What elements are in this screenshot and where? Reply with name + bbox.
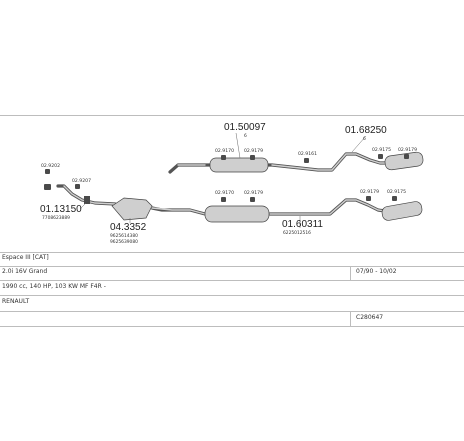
label-main-upper-sub: 6 — [244, 133, 247, 139]
mount-part-2 — [75, 184, 80, 189]
mount-part-7 — [404, 154, 409, 159]
column-divider — [350, 266, 351, 280]
label-rear-upper: 01.68250 — [345, 125, 387, 136]
part-label-11: 02.9175 — [387, 189, 406, 195]
leader-lines — [79, 132, 367, 228]
table-row-divider — [0, 252, 464, 253]
table-row-divider — [0, 280, 464, 281]
engine-name: 2.0i 16V Grand — [2, 268, 48, 275]
label-rear-upper-sub: 6 — [363, 136, 366, 142]
mount-part-1 — [45, 169, 50, 174]
part-label-1: 02.9202 — [41, 163, 60, 169]
part-label-2: 02.9207 — [72, 178, 91, 184]
table-row-divider — [0, 311, 464, 312]
mount-part-8 — [221, 197, 226, 202]
part-label-4: 02.9179 — [244, 148, 263, 154]
mount-part-6 — [378, 154, 383, 159]
label-cat-sub1: 9625614380 — [110, 233, 138, 239]
mount-part-9 — [250, 197, 255, 202]
mount-part-5 — [304, 158, 309, 163]
part-label-6: 02.9175 — [372, 147, 391, 153]
model-name: Espace III [CAT] — [2, 254, 49, 261]
front-pipe-flange — [84, 196, 90, 204]
part-label-9: 02.9179 — [244, 190, 263, 196]
table-bottom-border — [0, 326, 464, 327]
lower-exhaust-line — [56, 184, 423, 223]
label-main-lower: 01.60311 — [282, 219, 323, 230]
part-label-10: 02.9179 — [360, 189, 379, 195]
mounting-parts — [44, 154, 409, 202]
part-label-8: 02.9170 — [215, 190, 234, 196]
middle-silencer-upper — [209, 157, 269, 173]
rear-silencer-lower — [381, 201, 423, 221]
gasket-part — [44, 184, 51, 190]
engine-specs: 1990 cc, 140 HP, 103 KW MF F4R - — [2, 283, 106, 290]
upper-exhaust-line — [168, 151, 424, 174]
table-row-divider — [0, 295, 464, 296]
label-main-lower-sub: 6225012516 — [283, 230, 311, 236]
part-label-5: 02.9161 — [298, 151, 317, 157]
mount-part-10 — [366, 196, 371, 201]
label-main-upper: 01.50097 — [224, 122, 266, 133]
rear-silencer-upper — [384, 151, 424, 171]
label-front-pipe: 01.13150 — [40, 204, 82, 215]
part-label-3: 02.9170 — [215, 148, 234, 154]
table-row-divider — [0, 266, 464, 267]
mount-part-11 — [392, 196, 397, 201]
catalytic-converter — [111, 197, 153, 221]
label-cat-sub2: 9625639080 — [110, 239, 138, 245]
system-code: C280647 — [356, 314, 384, 321]
label-cat: 04.3352 — [110, 222, 147, 233]
label-front-pipe-sub: 7708623889 — [42, 215, 70, 221]
mount-part-3 — [221, 155, 226, 160]
middle-silencer-lower — [204, 205, 270, 223]
column-divider — [350, 311, 351, 326]
brand-name: RENAULT — [2, 298, 30, 305]
part-label-7: 02.9179 — [398, 147, 417, 153]
mount-part-4 — [250, 155, 255, 160]
production-dates: 07/90 - 10/02 — [356, 268, 397, 275]
table-top-border — [0, 115, 464, 116]
